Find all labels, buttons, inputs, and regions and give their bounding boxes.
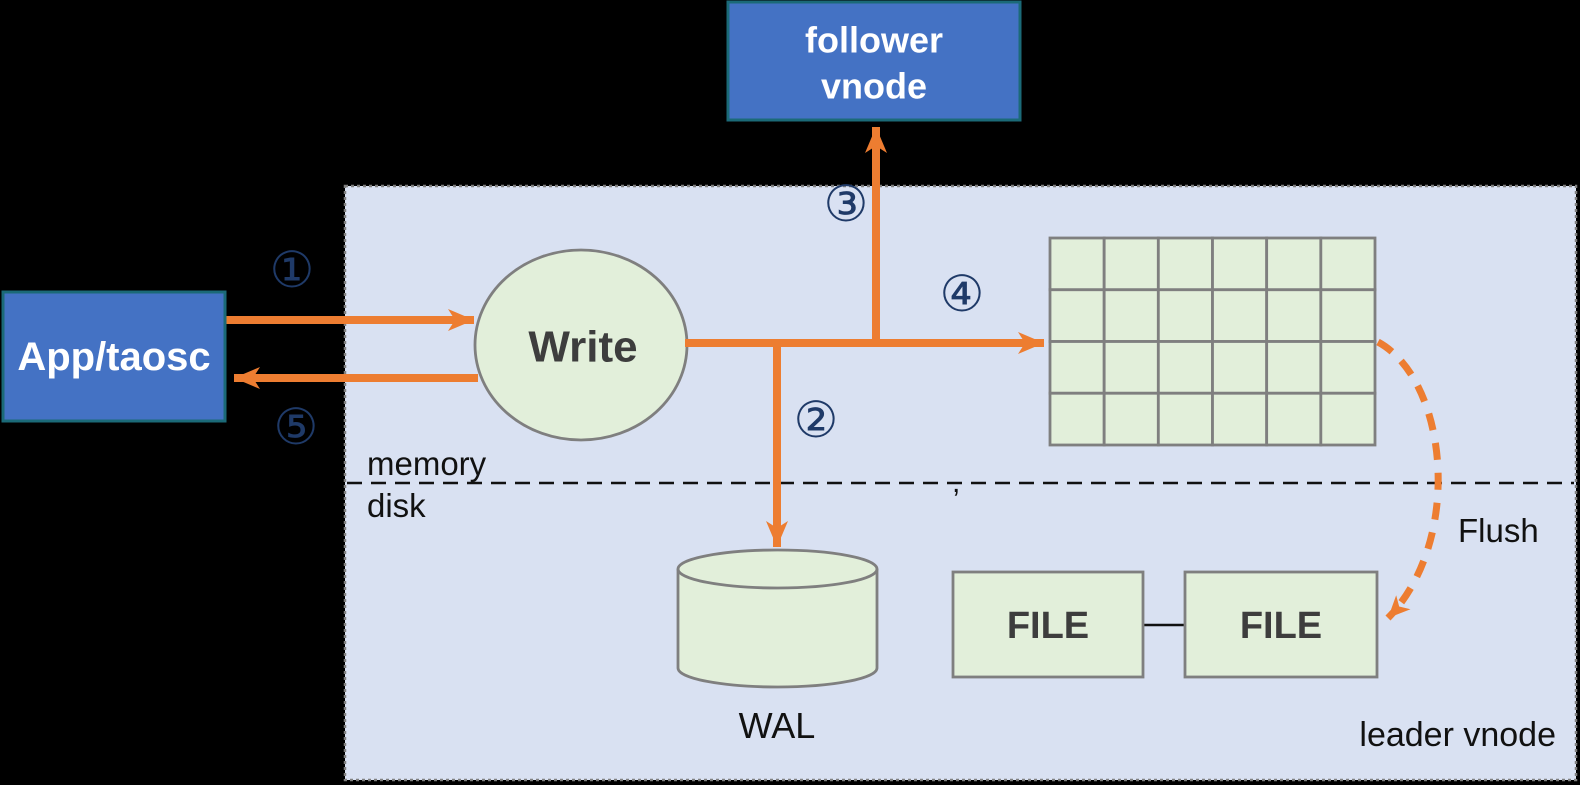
grid-cell: [1102, 391, 1160, 447]
follower-vnode-label-line2: vnode: [821, 66, 927, 107]
file-right-label: FILE: [1240, 605, 1322, 647]
grid-cell: [1048, 391, 1106, 447]
arrow-flush-memtable-to-file: [1376, 338, 1442, 621]
memtable-grid: [1048, 236, 1377, 447]
stray-mark: ,: [952, 466, 960, 499]
grid-cell: [1102, 340, 1160, 395]
grid-cell: [1048, 340, 1106, 395]
step-3-badge: ③: [824, 175, 869, 233]
grid-cell: [1156, 391, 1214, 447]
grid-cell: [1102, 236, 1160, 292]
file-box-right: [1183, 570, 1379, 679]
write-label: Write: [528, 323, 637, 372]
step-2-badge: ②: [794, 391, 839, 449]
grid-cell: [1211, 236, 1269, 292]
wal-cylinder-body: [676, 569, 879, 689]
disk-zone-label: disk: [367, 487, 426, 524]
leader-vnode-label: leader vnode: [1359, 716, 1556, 754]
step-4-badge: ④: [940, 265, 985, 323]
memory-zone-label: memory: [367, 445, 487, 482]
file-left-label: FILE: [1007, 605, 1089, 647]
grid-cell: [1048, 288, 1106, 343]
step-5-badge: ⑤: [274, 398, 319, 456]
wal-label: WAL: [739, 705, 816, 746]
file-box-left: [951, 570, 1145, 679]
grid-cell: [1102, 288, 1160, 343]
grid-cell: [1156, 236, 1214, 292]
grid-cell: [1156, 340, 1214, 395]
grid-cell: [1319, 288, 1377, 343]
app-taosc-label: App/taosc: [17, 335, 210, 379]
grid-cell: [1319, 236, 1377, 292]
grid-cell: [1156, 288, 1214, 343]
grid-cell: [1048, 236, 1106, 292]
grid-cell: [1211, 391, 1269, 447]
follower-vnode-box: [726, 0, 1022, 122]
grid-cell: [1211, 340, 1269, 395]
grid-cell: [1319, 391, 1377, 447]
follower-vnode-label-line1: follower: [805, 20, 943, 61]
app-taosc-box: [1, 290, 227, 423]
flush-label: Flush: [1458, 512, 1539, 549]
wal-cylinder-top: [676, 548, 879, 590]
grid-cell: [1265, 340, 1323, 395]
step-1-badge: ①: [270, 241, 315, 299]
grid-cell: [1319, 340, 1377, 395]
grid-cell: [1265, 391, 1323, 447]
grid-cell: [1265, 288, 1323, 343]
grid-cell: [1265, 236, 1323, 292]
grid-cell: [1211, 288, 1269, 343]
